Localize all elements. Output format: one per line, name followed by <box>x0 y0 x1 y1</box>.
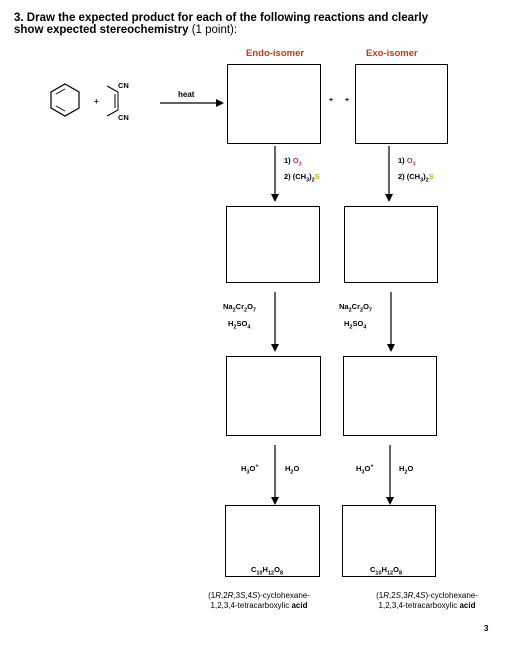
exo-sulfuric-acid-reagent: H2SO4 <box>344 319 367 331</box>
endo-ozone-reagent: 1) O3 <box>284 156 302 168</box>
exo-product-box-3[interactable] <box>343 356 437 436</box>
box-plus-1: + <box>329 97 334 104</box>
arrow-endo-step3 <box>271 445 279 505</box>
endo-dichromate-reagent: Na2Cr2O7 <box>223 302 256 314</box>
exo-dichromate-reagent: Na2Cr2O7 <box>339 302 372 314</box>
page-number: 3 <box>484 624 489 633</box>
exo-molecular-formula: C10H12O8 <box>370 565 402 577</box>
box-plus-2: + <box>345 97 350 104</box>
endo-product-box-4[interactable] <box>225 505 320 577</box>
arrow-endo-step1 <box>271 146 279 202</box>
dicyanoalkene-structure <box>106 85 119 117</box>
exo-dms-reagent: 2) (CH3)2S <box>398 172 434 184</box>
cn-top-label: CN <box>118 81 129 90</box>
exo-product-box-2[interactable] <box>344 206 438 283</box>
endo-header: Endo-isomer <box>246 48 305 59</box>
exo-ozone-reagent: 1) O3 <box>398 156 416 168</box>
cyclohexadiene-structure <box>50 83 80 117</box>
exo-header: Exo-isomer <box>366 48 418 59</box>
endo-sulfuric-acid-reagent: H2SO4 <box>228 319 251 331</box>
reaction-arrow <box>160 99 224 107</box>
arrow-exo-step3 <box>386 445 394 505</box>
question-line-2: show expected stereochemistry (1 point): <box>14 24 238 36</box>
endo-product-box-2[interactable] <box>226 206 320 283</box>
arrow-exo-step2 <box>387 292 395 352</box>
endo-dms-reagent: 2) (CH3)2S <box>284 172 320 184</box>
arrow-exo-step1 <box>385 146 393 202</box>
question-title: 3. Draw the expected product for each of… <box>14 12 428 36</box>
question-line-1: 3. Draw the expected product for each of… <box>14 12 429 24</box>
exo-water-reagent: H2O <box>399 464 414 476</box>
endo-water-reagent: H2O <box>285 464 300 476</box>
reactant-plus: + <box>94 97 99 106</box>
exo-product-box-4[interactable] <box>342 505 436 577</box>
heat-label: heat <box>178 90 195 99</box>
endo-compound-name: (1R,2R,3S,4S)-cyclohexane- 1,2,3,4-tetra… <box>208 591 310 610</box>
endo-product-box-1[interactable] <box>227 64 321 144</box>
endo-hydronium-reagent: H3O+ <box>241 463 259 476</box>
endo-molecular-formula: C10H12O8 <box>251 565 283 577</box>
endo-product-box-3[interactable] <box>226 356 321 436</box>
cn-bottom-label: CN <box>118 113 129 122</box>
exo-compound-name: (1R,2S,3R,4S)-cyclohexane- 1,2,3,4-tetra… <box>376 591 478 610</box>
arrow-endo-step2 <box>271 292 279 352</box>
exo-product-box-1[interactable] <box>355 64 448 144</box>
exo-hydronium-reagent: H3O+ <box>356 463 374 476</box>
